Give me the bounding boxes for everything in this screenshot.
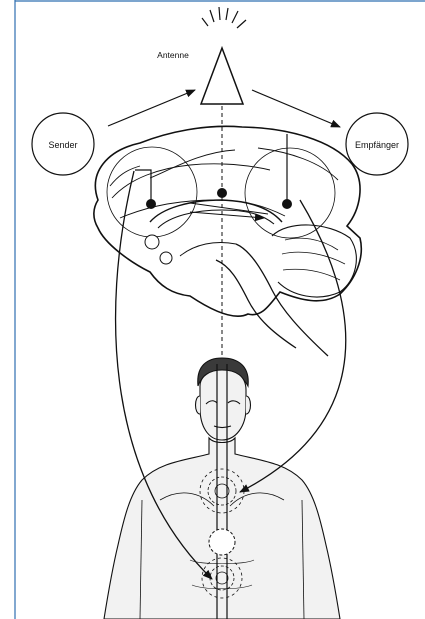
thalamus-left-circle bbox=[107, 147, 197, 237]
human-figure bbox=[104, 358, 340, 619]
cerebellum-fold bbox=[283, 269, 340, 280]
receiver-label: Empfänger bbox=[355, 140, 399, 150]
ear-right bbox=[246, 396, 251, 414]
sender-to-antenna-arrow bbox=[108, 90, 195, 126]
sender-connector bbox=[135, 170, 151, 203]
head bbox=[200, 370, 246, 440]
brain-stem bbox=[216, 260, 296, 348]
small-node-circle bbox=[160, 252, 172, 264]
antenna bbox=[201, 7, 246, 104]
brain-outline bbox=[94, 126, 361, 316]
cerebellum-fold bbox=[282, 252, 345, 264]
left-node-dot bbox=[146, 199, 156, 209]
cerebellum bbox=[272, 225, 356, 297]
solar-center-circle bbox=[209, 529, 235, 555]
antenna-rays bbox=[202, 7, 246, 28]
brain-fold bbox=[120, 200, 285, 218]
antenna-label: Antenne bbox=[157, 50, 189, 60]
ear-left bbox=[196, 396, 201, 414]
cerebellum-fold bbox=[285, 238, 338, 250]
antenna-triangle bbox=[201, 48, 243, 104]
brain-fold bbox=[110, 166, 140, 186]
small-node-circle bbox=[145, 235, 159, 249]
antenna-to-receiver-arrow bbox=[252, 90, 340, 127]
midbrain bbox=[180, 243, 236, 257]
sender-label: Sender bbox=[48, 140, 77, 150]
right-node-dot bbox=[282, 199, 292, 209]
thalamus-right-circle bbox=[245, 148, 335, 238]
center-node-dot bbox=[217, 188, 227, 198]
connector-line bbox=[190, 212, 264, 218]
